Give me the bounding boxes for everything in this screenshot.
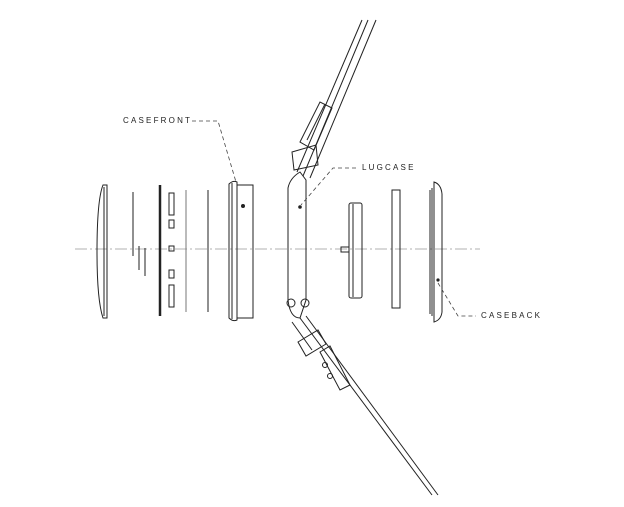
caseback-part — [429, 181, 443, 323]
casefront-label: CASEFRONT — [123, 116, 193, 125]
crystal — [96, 184, 108, 319]
dial-hands — [132, 192, 146, 276]
movement — [340, 202, 363, 299]
dial — [158, 185, 209, 316]
lugcase-part — [286, 171, 310, 319]
casefront-leader — [192, 120, 237, 183]
lugcase-leader — [300, 167, 356, 206]
upper-strap — [291, 19, 377, 179]
casefront-part — [228, 180, 254, 322]
lugcase-label: LUGCASE — [362, 163, 416, 172]
lower-strap — [291, 315, 439, 496]
gasket — [391, 189, 401, 309]
caseback-leader — [437, 282, 476, 317]
caseback-label: CASEBACK — [481, 311, 543, 320]
